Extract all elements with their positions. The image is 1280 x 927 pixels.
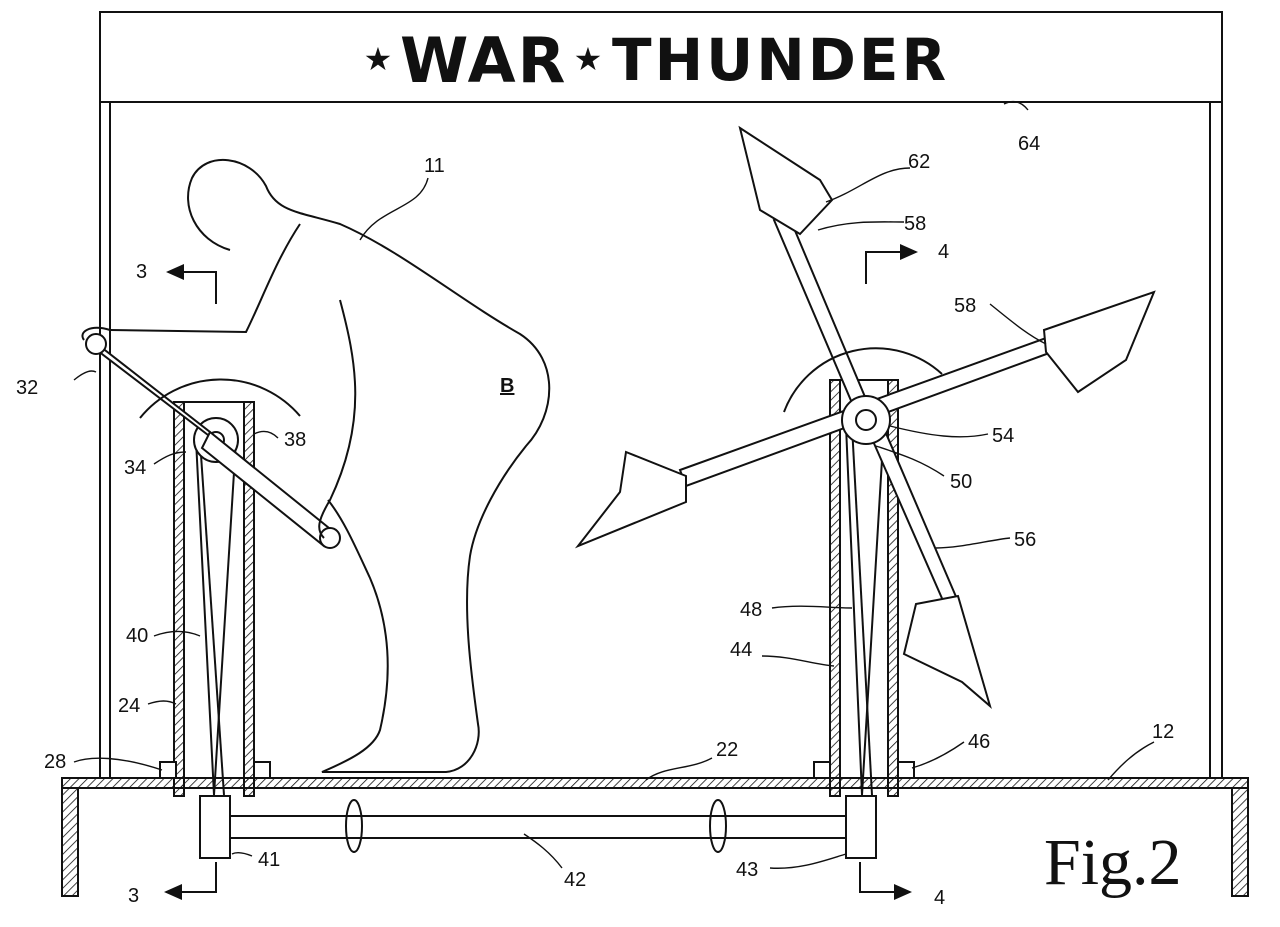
logo-thunder: THUNDER (612, 26, 949, 94)
callout-58-top: 58 (904, 213, 926, 235)
callout-4-top: 4 (938, 241, 949, 263)
callout-22: 22 (716, 739, 738, 761)
callout-43: 43 (736, 859, 758, 881)
header-banner: ★ ★ WAR THUNDER (99, 11, 1223, 103)
callout-38: 38 (284, 429, 306, 451)
star-icon: ★ (364, 41, 393, 77)
callout-4-bottom: 4 (934, 887, 945, 909)
callout-3-top: 3 (136, 261, 147, 283)
left-column (159, 401, 271, 797)
hand-crank (85, 333, 341, 549)
callout-3-bottom: 3 (128, 885, 139, 907)
callout-42: 42 (564, 869, 586, 891)
callout-40: 40 (126, 625, 148, 647)
callout-32: 32 (16, 377, 38, 399)
callout-41: 41 (258, 849, 280, 871)
human-figure (81, 158, 551, 773)
callout-50: 50 (950, 471, 972, 493)
callout-64: 64 (1018, 133, 1040, 155)
label-b: B (500, 375, 514, 397)
pedal-assembly (574, 125, 1156, 709)
callout-labels: 11 64 62 58 58 3 4 32 38 34 54 50 56 48 … (16, 133, 1174, 909)
callout-11: 11 (424, 155, 445, 177)
callout-28: 28 (44, 751, 66, 773)
callout-54: 54 (992, 425, 1014, 447)
callout-46: 46 (968, 731, 990, 753)
star-icon: ★ (574, 41, 603, 77)
floor-platform (61, 777, 1249, 897)
callout-24: 24 (118, 695, 140, 717)
callout-56: 56 (1014, 529, 1036, 551)
callout-48: 48 (740, 599, 762, 621)
callout-12: 12 (1152, 721, 1174, 743)
callout-58-right: 58 (954, 295, 976, 317)
drive-shaft (199, 795, 877, 859)
callout-34: 34 (124, 457, 146, 479)
section-arrows (164, 244, 918, 900)
leader-lines (73, 100, 1155, 869)
callout-62: 62 (908, 151, 930, 173)
callout-44: 44 (730, 639, 752, 661)
figure-label: Fig.2 (1044, 826, 1182, 899)
enclosure-frame (99, 102, 1223, 778)
logo-war: WAR (400, 24, 567, 97)
